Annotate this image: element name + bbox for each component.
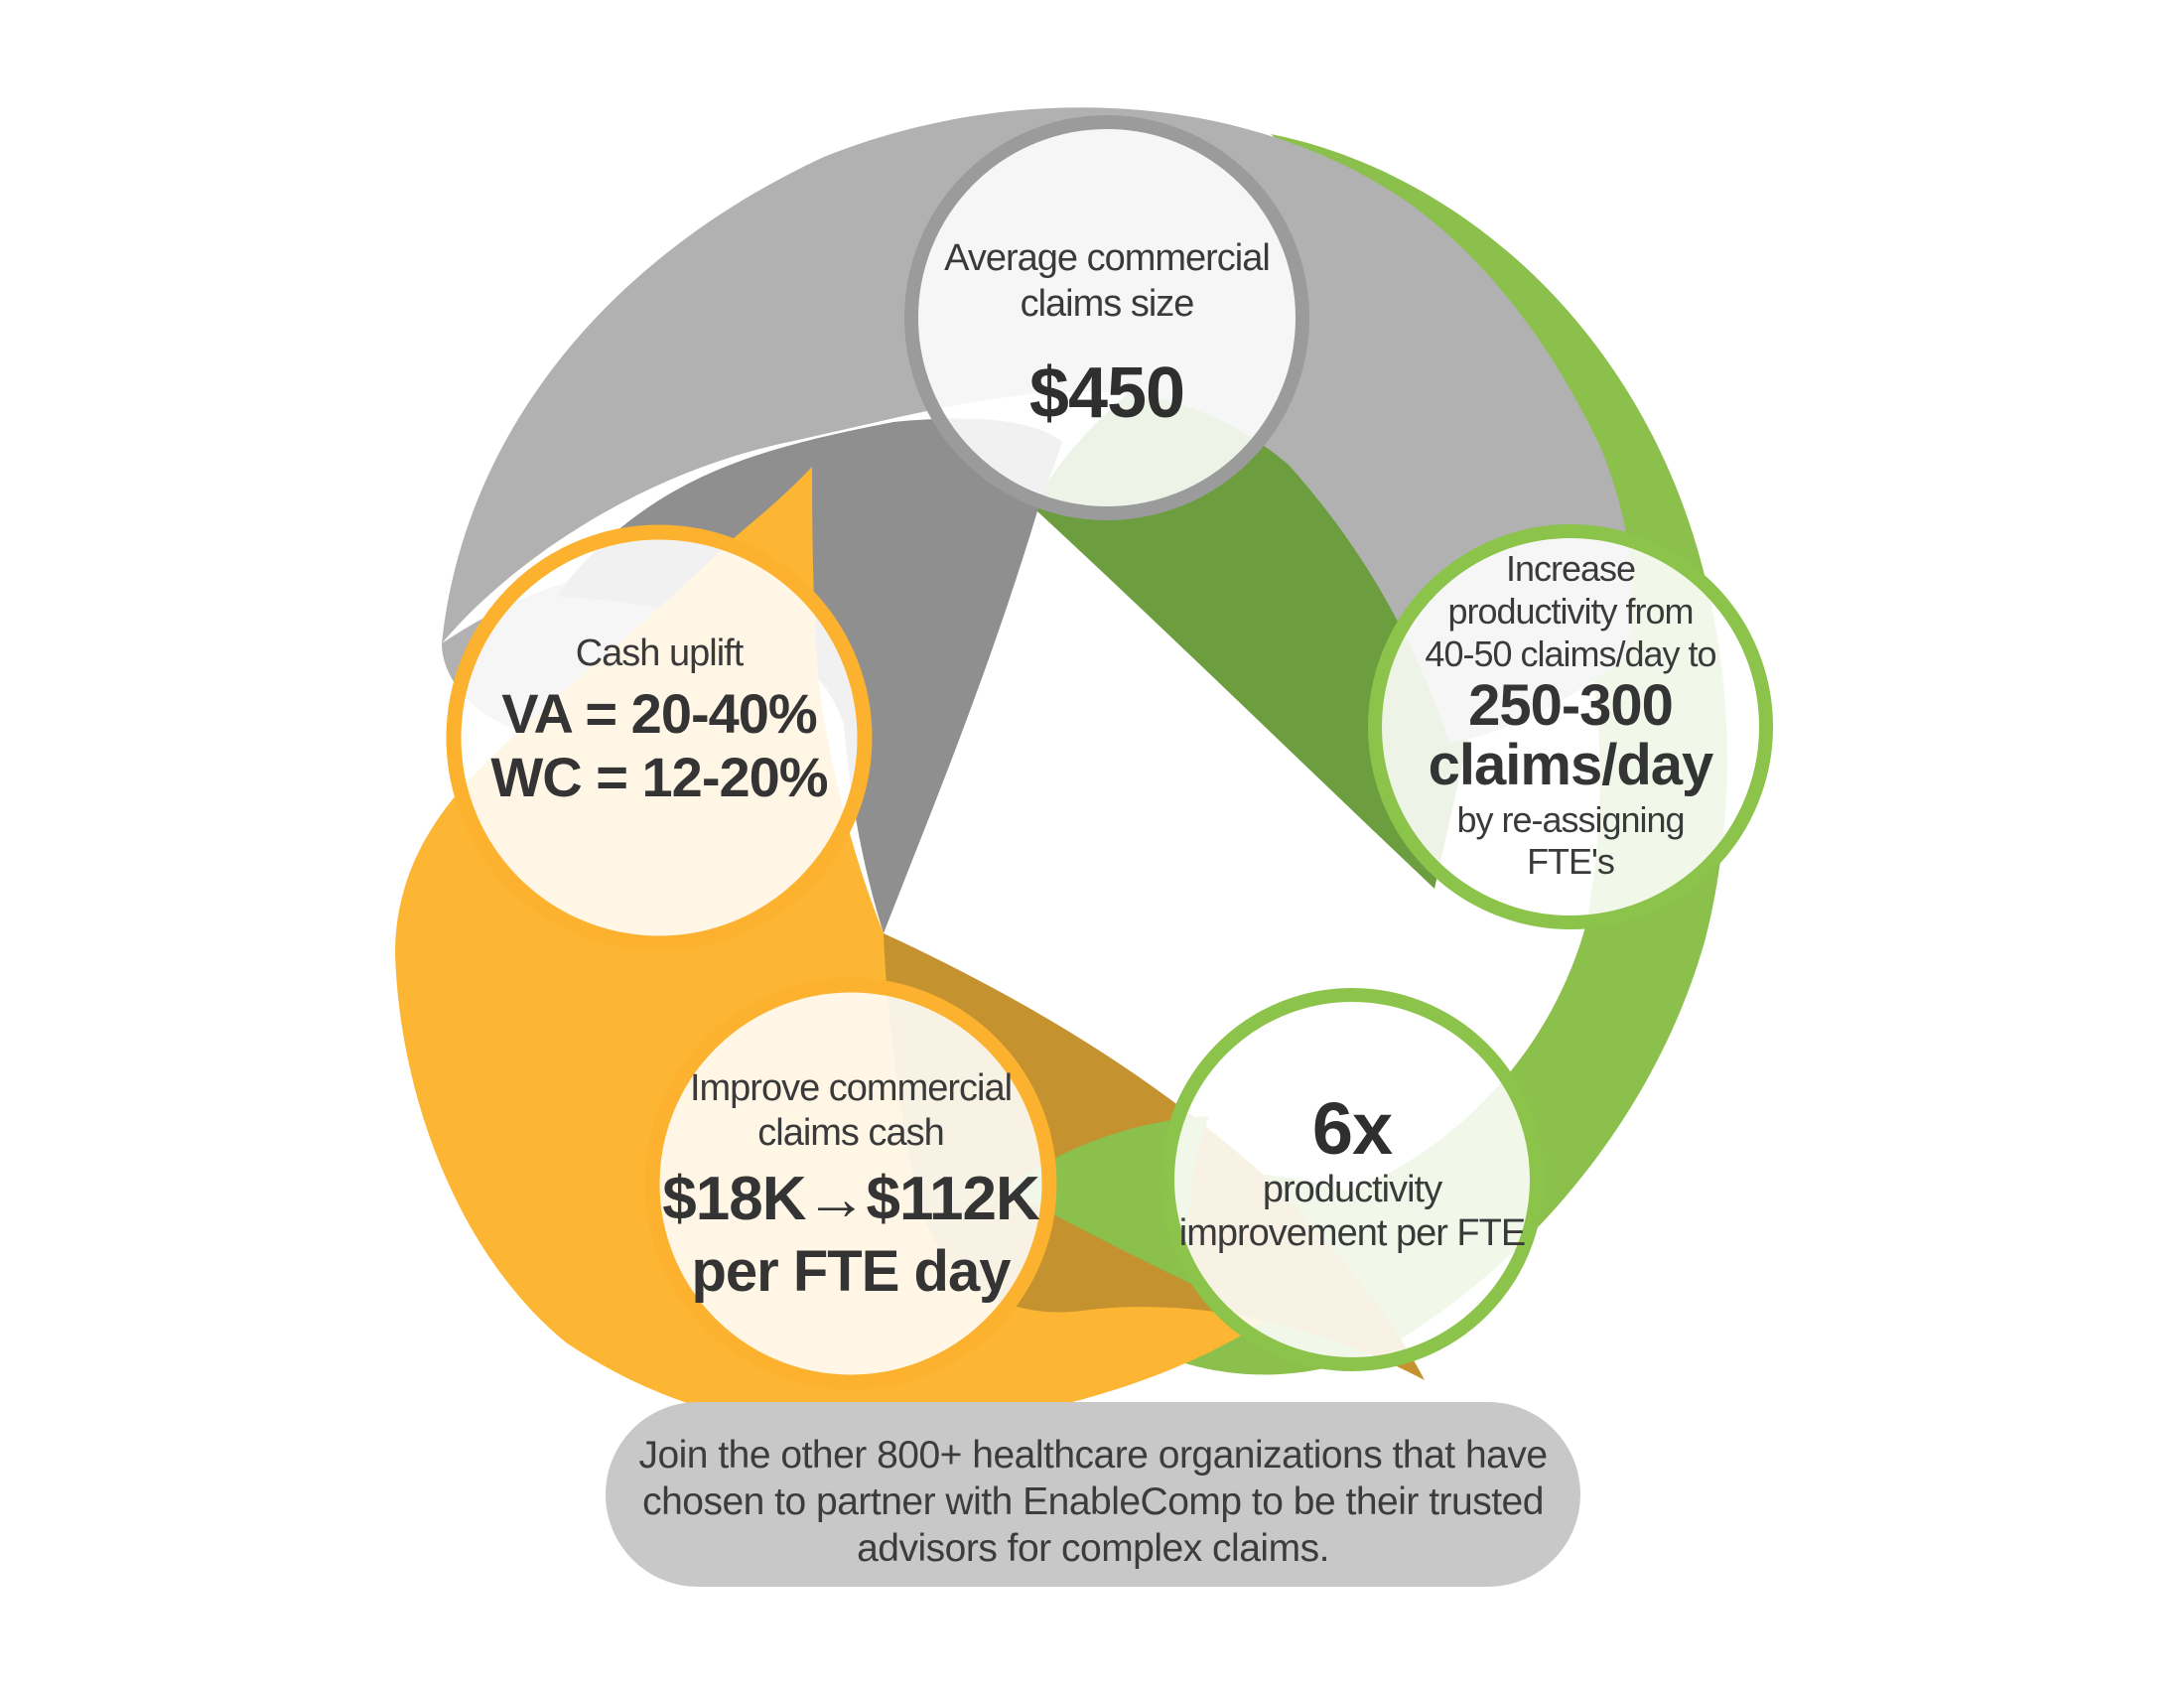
right-circle-line2: productivity from	[1447, 591, 1693, 632]
right-circle-line1: Increase	[1506, 548, 1635, 589]
bottom-left-circle-line2: claims cash	[757, 1112, 944, 1154]
left-circle	[446, 524, 873, 951]
footer-capsule	[606, 1402, 1580, 1587]
bottom-left-circle-bold2: per FTE day	[692, 1239, 1012, 1304]
bottom-right-circle-value: 6x	[1312, 1087, 1393, 1170]
bottom-left-circle-bold1: $18K→$112K	[662, 1165, 1040, 1233]
right-circle-bold1: 250-300	[1468, 673, 1673, 738]
right-circle-line3: 40-50 claims/day to	[1425, 633, 1715, 674]
footer-text-line3: advisors for complex claims.	[857, 1527, 1329, 1570]
bottom-right-circle-line2: improvement per FTE	[1179, 1212, 1525, 1254]
top-circle	[904, 115, 1309, 520]
left-circle-label: Cash uplift	[576, 633, 745, 674]
bottom-left-circle-line1: Improve commercial	[690, 1067, 1012, 1109]
top-circle-value: $450	[1029, 353, 1184, 433]
right-circle-bold2: claims/day	[1429, 733, 1713, 797]
bottom-left-circle	[644, 977, 1057, 1390]
top-circle-label-line2: claims size	[1021, 283, 1194, 325]
bottom-right-circle-line1: productivity	[1263, 1169, 1442, 1210]
bottom-right-circle	[1160, 988, 1544, 1371]
gray-swoosh-arrow-light	[442, 107, 1633, 744]
top-circle-label-line1: Average commercial	[944, 237, 1270, 279]
green-swoosh-tail-tip	[1005, 1116, 1209, 1287]
right-circle-line5: FTE's	[1527, 841, 1614, 882]
right-circle-line4: by re-assigning	[1456, 799, 1684, 840]
left-circle-bold1: VA = 20-40%	[501, 682, 817, 745]
footer-text-line1: Join the other 800+ healthcare organizat…	[638, 1434, 1547, 1477]
right-circle	[1368, 524, 1773, 929]
left-circle-bold2: WC = 12-20%	[490, 746, 827, 808]
footer-text-line2: chosen to partner with EnableComp to be …	[642, 1480, 1544, 1523]
